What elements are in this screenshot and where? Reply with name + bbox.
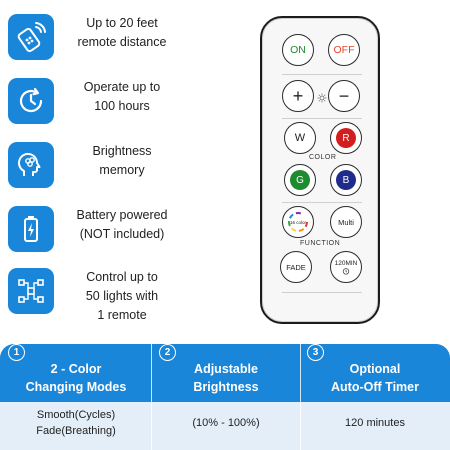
g-label: G [290,170,310,190]
sixteen-color-button[interactable]: 16 color [282,206,314,238]
feature-remote-distance: Up to 20 feet remote distance [8,14,168,70]
column-title: Optional Auto-Off Timer [301,360,449,396]
feature-text: Control up to 50 lights with 1 remote [62,268,182,325]
on-button[interactable]: ON [282,34,314,66]
feature-line: memory [99,163,145,177]
column-separator [151,344,152,450]
column-detail-line: Smooth(Cycles) [36,409,116,421]
plus-label: + [292,86,304,106]
timer-button[interactable]: 120MIN [330,251,362,283]
minus-label: − [338,86,350,106]
column-number-badge: 2 [159,344,176,361]
battery-charging-icon [8,206,54,252]
column-title: Adjustable Brightness [152,360,300,396]
feature-control-lights: Control up to 50 lights with 1 remote [8,268,168,324]
divider [282,202,362,203]
divider [282,118,362,119]
off-button[interactable]: OFF [328,34,360,66]
feature-line: Brightness [92,144,152,158]
red-button[interactable]: R [330,122,362,154]
feature-line: 100 hours [94,99,150,113]
column-number-badge: 1 [8,344,25,361]
off-label: OFF [333,44,355,56]
column-detail-line: 120 minutes [345,417,405,429]
feature-text: Battery powered (NOT included) [62,206,182,244]
column-title-line: Brightness [193,380,259,394]
feature-text: Brightness memory [62,142,182,180]
table-body [0,402,450,450]
column-detail-line: Fade(Breathing) [36,425,116,437]
feature-operating-hours: Operate up to 100 hours [8,78,168,134]
feature-text: Up to 20 feet remote distance [62,14,182,52]
blue-button[interactable]: B [330,164,362,196]
brightness-up-button[interactable]: + [282,80,314,112]
table-header [0,344,450,402]
feature-table: 1 2 - Color Changing Modes Smooth(Cycles… [0,344,450,450]
feature-text: Operate up to 100 hours [62,78,182,116]
column-title: 2 - Color Changing Modes [2,360,150,396]
feature-line: 50 lights with [85,289,159,303]
green-button[interactable]: G [284,164,316,196]
r-label: R [336,128,356,148]
feature-line: Control up to [86,270,158,284]
column-detail: 120 minutes [301,415,449,431]
color-section-label: COLOR [309,154,337,161]
column-title-line: Auto-Off Timer [331,380,419,394]
function-section-label: FUNCTION [300,240,341,247]
white-button[interactable]: W [284,122,316,154]
column-title-line: 2 - Color [50,362,102,376]
feature-line: remote distance [77,35,167,49]
remote-control: ON OFF + − W R COLOR G B [260,16,380,324]
on-label: ON [290,44,306,56]
column-number-badge: 3 [307,344,324,361]
column-title-line: Adjustable [194,362,258,376]
brain-head-icon [8,142,54,188]
feature-brightness-memory: Brightness memory [8,142,168,198]
column-detail: (10% - 100%) [152,415,300,431]
network-nodes-icon [8,268,54,314]
divider [282,74,362,75]
fade-label: FADE [286,262,306,272]
timer-label: 120MIN [334,259,358,267]
divider [282,292,362,293]
feature-line: (NOT included) [79,227,165,241]
feature-battery: Battery powered (NOT included) [8,206,168,262]
brightness-down-button[interactable]: − [328,80,360,112]
column-detail: Smooth(Cycles) Fade(Breathing) [2,407,150,439]
alarm-clock-icon [342,267,350,275]
multi-label: Multi [338,217,354,227]
column-separator [300,344,301,450]
feature-line: Battery powered [76,208,168,222]
brightness-sun-icon [317,90,327,103]
column-detail-line: (10% - 100%) [192,417,260,429]
w-label: W [294,132,306,144]
multi-button[interactable]: Multi [330,206,362,238]
fade-button[interactable]: FADE [280,251,312,283]
column-title-line: Optional [349,362,401,376]
b-label: B [336,170,356,190]
color-wheel-icon [288,212,308,232]
column-title-line: Changing Modes [25,380,127,394]
feature-line: 1 remote [97,308,147,322]
feature-line: Operate up to [83,80,161,94]
feature-line: Up to 20 feet [86,16,158,30]
remote-control-icon [8,14,54,60]
sixteen-color-label: 16 color [289,219,306,225]
clock-rotate-icon [8,78,54,124]
